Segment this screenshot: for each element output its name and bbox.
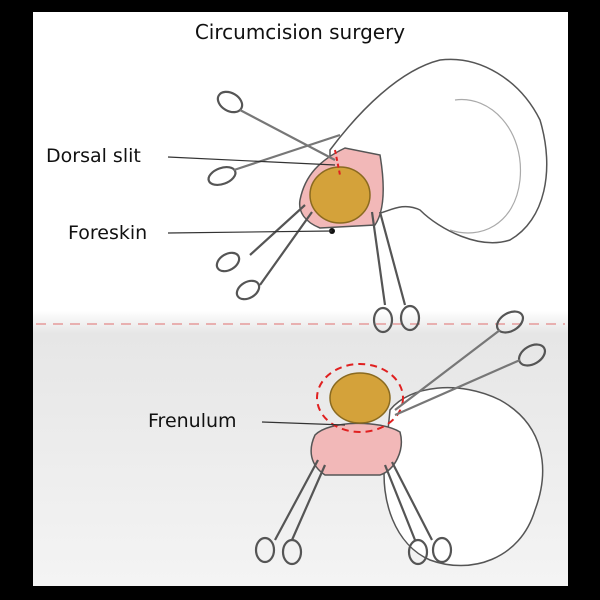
clamp-icon (215, 204, 421, 334)
clamp-icon (254, 459, 453, 566)
label-dorsal-slit: Dorsal slit (46, 145, 141, 167)
bottom-anatomy (310, 363, 544, 567)
diagram-title: Circumcision surgery (194, 20, 406, 44)
glans (309, 166, 371, 224)
label-foreskin: Foreskin (68, 222, 148, 244)
scissors-icon (394, 310, 547, 417)
glans (329, 372, 391, 424)
label-frenulum: Frenulum (148, 410, 237, 432)
scissors-icon (207, 90, 341, 187)
top-anatomy (298, 58, 548, 244)
